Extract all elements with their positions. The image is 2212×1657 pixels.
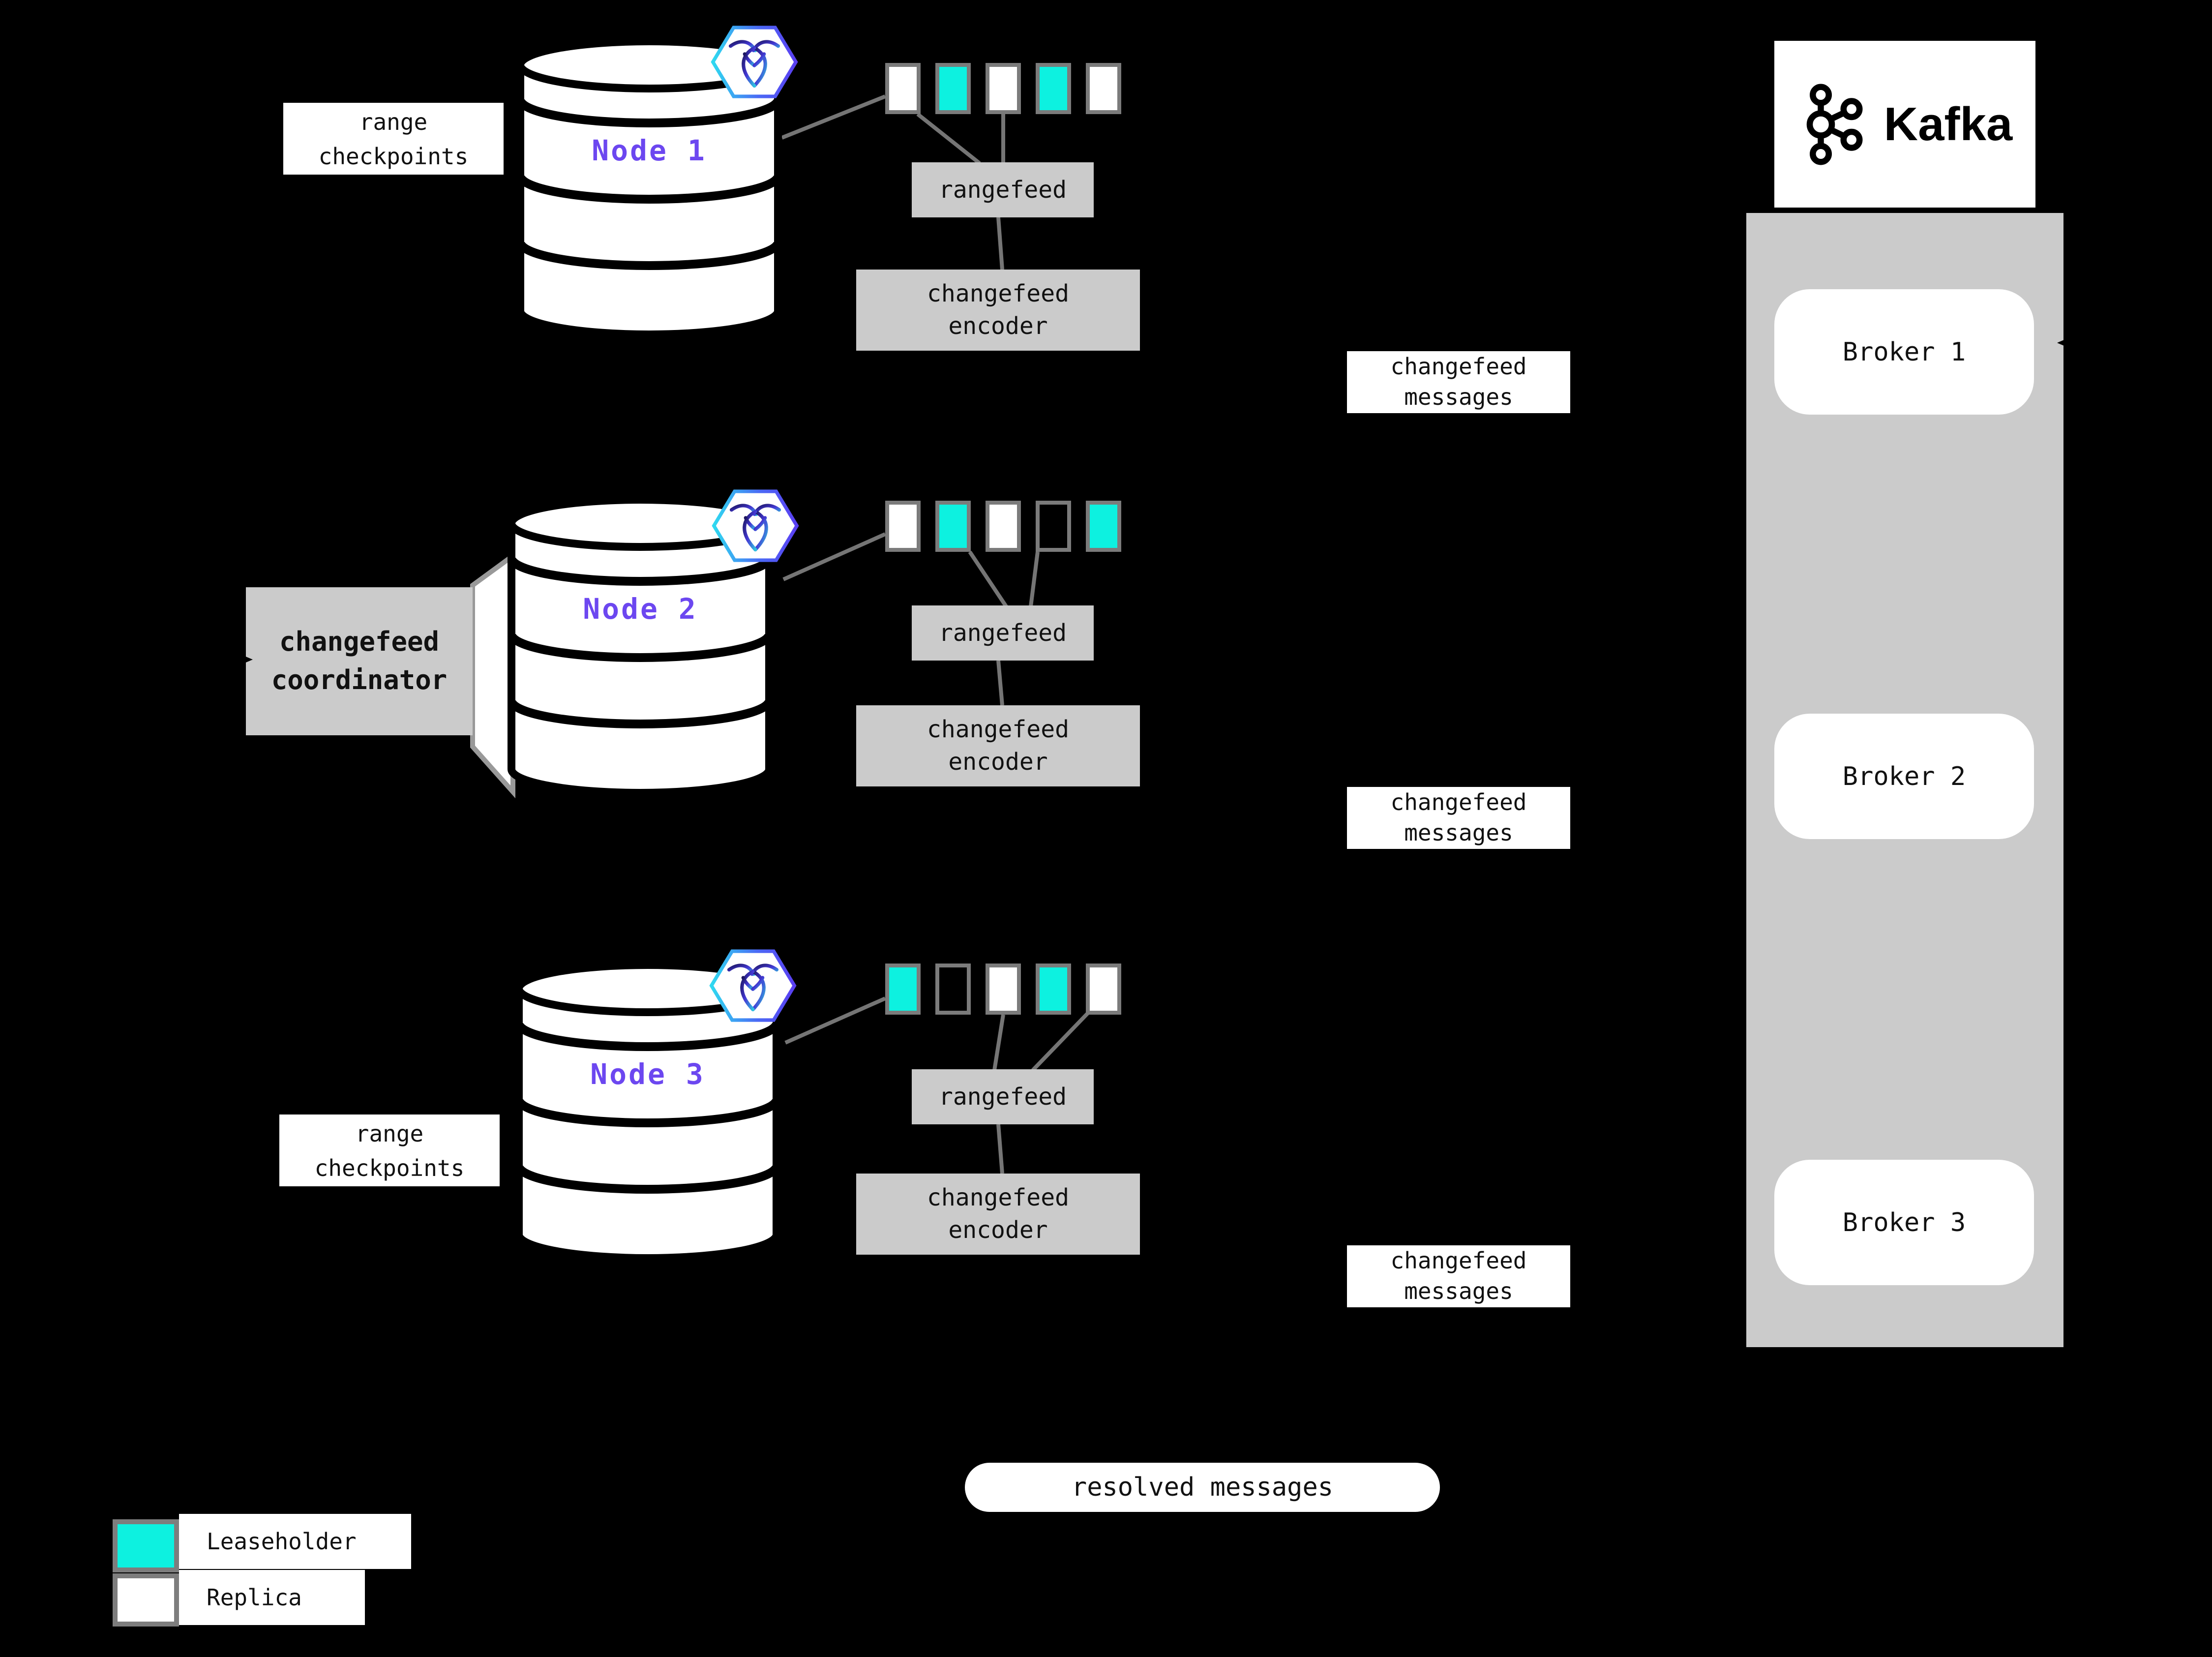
connector-line [781,94,886,140]
range-rect [935,63,971,114]
range-rect [1036,501,1071,552]
node-1-label: Node 1 [592,134,707,167]
rangefeed-box-3: rangefeed [912,1069,1094,1124]
changefeed-messages-label-2: changefeed messages [1347,787,1570,849]
broker-2: Broker 2 [1774,714,2034,839]
range-rect [1086,964,1121,1015]
legend-leaseholder-label: Leaseholder [179,1514,411,1569]
broker-1-label: Broker 1 [1842,337,1966,367]
range-checkpoints-label-1: range checkpoints [283,103,504,175]
range-rect [935,501,971,552]
broker-1: Broker 1 [1774,289,2034,415]
changefeed-encoder-box-1: changefeed encoder [856,270,1140,351]
kafka-logo-text: Kafka [1883,97,2013,151]
range-rect [986,964,1021,1015]
connector-line [992,1014,1005,1071]
changefeed-coordinator-box: changefeed coordinator [246,587,473,735]
connector-line [996,1124,1004,1174]
range-rect [986,63,1021,114]
connector-line [1031,1012,1089,1072]
node-3-label: Node 3 [590,1057,705,1091]
legend-replica-label: Replica [179,1570,365,1625]
range-checkpoints-label-3: range checkpoints [279,1115,500,1186]
connector-line [968,550,1008,608]
rangefeed-box-2: rangefeed [912,605,1094,661]
range-rect [885,501,921,552]
range-rect [986,501,1021,552]
connector-line [996,660,1004,706]
legend-replica-swatch [113,1573,179,1627]
broker-2-label: Broker 2 [1842,761,1966,791]
range-rect [885,63,921,114]
kafka-logo-box: Kafka [1774,41,2035,208]
range-rect [1036,964,1071,1015]
connector-line [916,112,981,165]
changefeed-messages-label-1: changefeed messages [1347,351,1570,413]
connector-line [784,996,886,1045]
range-rect [1086,63,1121,114]
broker-3-label: Broker 3 [1842,1207,1966,1237]
range-rect [1086,501,1121,552]
node-1-ranges [885,63,1121,114]
node-3-ranges [885,964,1121,1015]
changefeed-encoder-box-2: changefeed encoder [856,705,1140,786]
changefeed-messages-label-3: changefeed messages [1347,1245,1570,1307]
connector-line [782,532,886,581]
node-2-label: Node 2 [583,592,698,626]
node-2-ranges [885,501,1121,552]
range-rect [935,964,971,1015]
arrowhead-into-broker-1 [2057,336,2073,350]
changefeed-encoder-box-3: changefeed encoder [856,1174,1140,1255]
coordinator-funnel-shape [470,551,515,799]
legend-leaseholder-swatch [113,1519,179,1572]
broker-3: Broker 3 [1774,1160,2034,1285]
kafka-broker-container: Broker 1 Broker 2 Broker 3 [1746,213,2063,1347]
connector-line [996,217,1004,270]
arrowhead-into-coordinator [240,654,253,665]
range-rect [1036,63,1071,114]
rangefeed-box-1: rangefeed [912,162,1094,217]
connector-line [1029,551,1040,607]
range-rect [885,964,921,1015]
resolved-messages-pill: resolved messages [965,1463,1440,1512]
